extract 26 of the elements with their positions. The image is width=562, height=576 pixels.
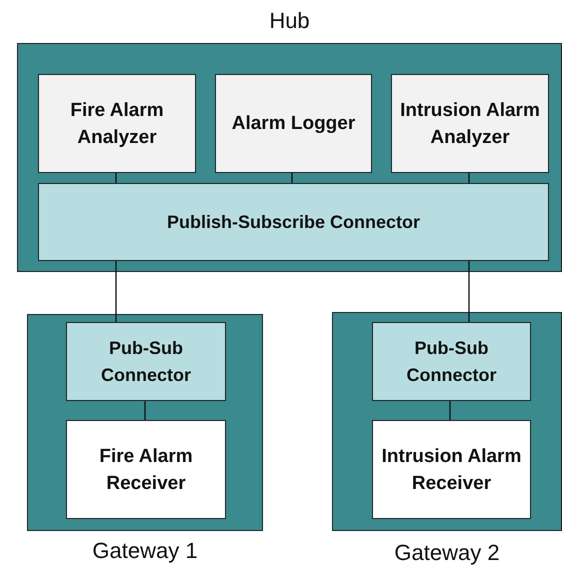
connector-line [468,261,470,322]
component-label: Publish-Subscribe Connector [166,210,422,234]
component-label: Intrusion Alarm Receiver [380,444,522,496]
connector-line [291,173,293,183]
group-title: Gateway 1 [91,538,199,564]
component-label: Pub-Sub Connector [100,336,192,386]
connector-box [66,322,226,401]
component-label: Fire Alarm Analyzer [69,98,165,150]
component-label: Pub-Sub Connector [406,336,498,386]
component-box [38,74,196,173]
connector-line [468,173,470,183]
component-box [66,420,226,519]
connector-line [115,173,117,183]
component-label: Fire Alarm Receiver [98,444,194,496]
connector-line [144,401,146,420]
component-box [215,74,372,173]
component-label: Alarm Logger [230,112,356,136]
component-box [391,74,549,173]
connector-box [372,322,531,401]
group-title: Gateway 2 [393,540,501,566]
component-box [372,420,531,519]
group-title: Hub [268,8,311,34]
connector-line [115,261,117,322]
component-label: Intrusion Alarm Analyzer [399,98,541,150]
connector-box [38,183,549,261]
connector-line [449,401,451,420]
